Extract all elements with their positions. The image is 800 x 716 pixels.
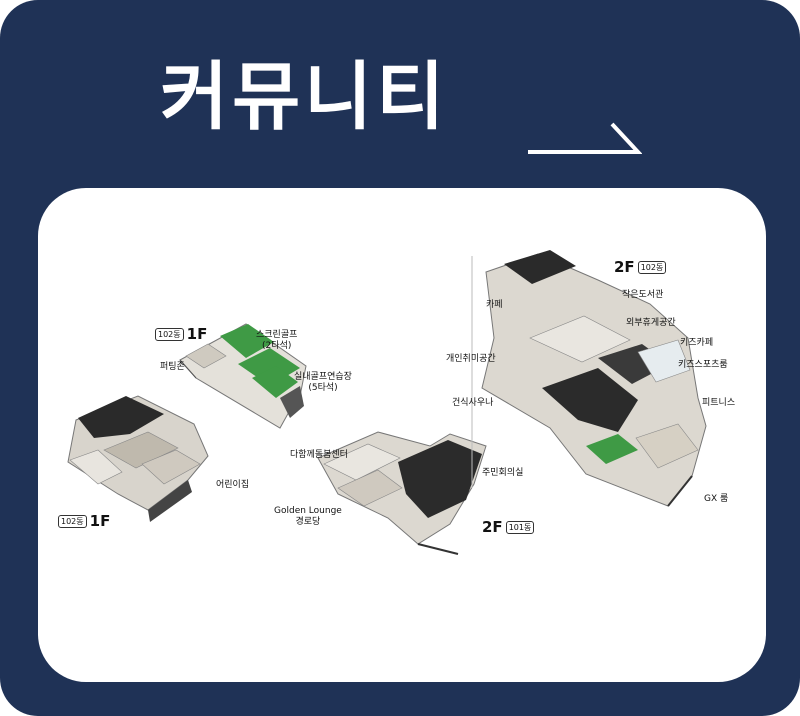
floor-number: 1F xyxy=(89,512,111,530)
label-hobby-space: 개인취미공간 xyxy=(446,354,496,364)
plan-d-drawing xyxy=(481,250,707,507)
floor-number: 2F xyxy=(614,258,635,276)
label-rest-area: 외부휴게공간 xyxy=(626,318,676,328)
floor-tag-plan-d: 2F 102동 xyxy=(614,258,667,276)
label-indoor-golf: 실내골프연습장(5타석) xyxy=(294,372,352,393)
building-badge: 101동 xyxy=(505,520,535,534)
floor-tag-plan-b: 102동 1F xyxy=(58,512,110,530)
label-daycare: 어린이집 xyxy=(216,480,250,490)
label-care-center: 다함께돌봄센터 xyxy=(290,450,348,460)
label-dry-sauna: 건식사우나 xyxy=(452,398,494,408)
label-library: 작은도서관 xyxy=(622,290,664,300)
building-badge: 102동 xyxy=(637,260,667,274)
label-gx-room: GX 룸 xyxy=(704,494,729,504)
floor-tag-plan-a: 102동 1F xyxy=(155,325,207,343)
label-putting-zone: 퍼팅존 xyxy=(160,362,185,372)
arrow-right-icon xyxy=(528,122,642,154)
label-kids-cafe: 키즈카페 xyxy=(680,338,714,348)
plan-b-drawing xyxy=(67,395,209,522)
building-badge: 102동 xyxy=(58,514,87,528)
building-badge: 102동 xyxy=(155,327,184,341)
header: 커뮤니티 xyxy=(0,40,800,154)
label-fitness: 피트니스 xyxy=(702,398,736,408)
floor-tag-plan-c: 2F 101동 xyxy=(482,518,535,536)
plan-a-drawing xyxy=(179,323,307,429)
plan-c-drawing xyxy=(317,431,487,555)
label-residents-room: 주민회의실 xyxy=(482,468,524,478)
label-cafe: 카페 xyxy=(486,300,503,310)
page-title: 커뮤니티 xyxy=(160,54,449,140)
floor-plan-illustrations xyxy=(67,250,707,555)
floor-plan-panel: 102동 1F 스크린골프(2타석) 퍼팅존 실내골프연습장(5타석) 어린이집… xyxy=(38,188,766,682)
label-screen-golf: 스크린골프(2타석) xyxy=(256,330,298,351)
floor-number: 1F xyxy=(186,325,208,343)
floor-number: 2F xyxy=(482,518,503,536)
label-kids-sports-room: 키즈스포츠룸 xyxy=(678,360,728,370)
